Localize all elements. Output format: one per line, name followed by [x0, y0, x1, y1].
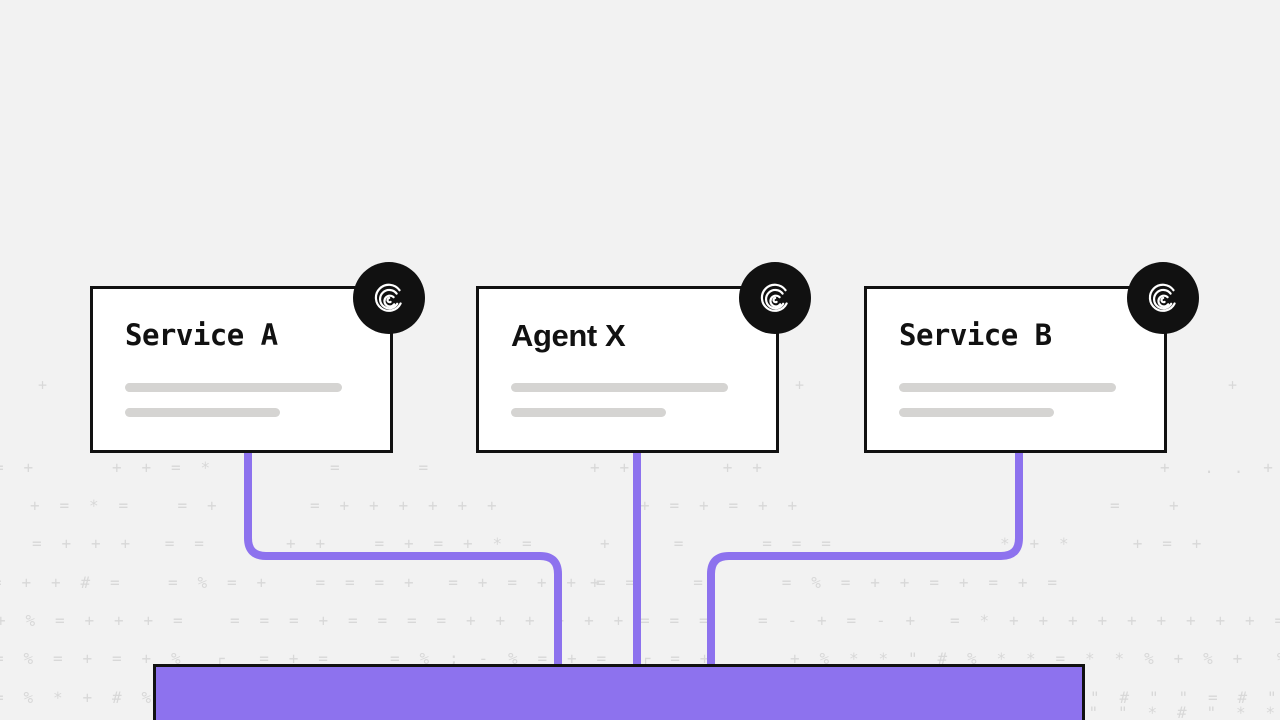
spiral-fingerprint-icon [760, 283, 788, 312]
texture-glyph-row: + = = = = [600, 534, 837, 553]
skeleton-line-secondary [125, 408, 280, 417]
skeleton-line-primary [125, 383, 342, 392]
texture-glyph-row: + . . + [1160, 458, 1279, 477]
connector-service-a [244, 450, 562, 676]
node-badge-service-b[interactable] [1127, 262, 1199, 334]
node-badge-agent-x[interactable] [739, 262, 811, 334]
card-title: Service A [125, 318, 278, 352]
skeleton-line-secondary [899, 408, 1054, 417]
texture-glyph-row: = + [1110, 496, 1184, 515]
spiral-fingerprint-icon [374, 283, 402, 312]
texture-glyph-row: = % = + = = = + = + = + + = = [168, 573, 641, 592]
skeleton-line-secondary [511, 408, 666, 417]
node-card-agent-x[interactable]: Agent X [476, 286, 779, 453]
texture-glyph-row: = = = + = = = = + + + + + + [230, 611, 629, 630]
card-title: Service B [899, 318, 1052, 352]
texture-glyph-row: " # " " = # " # [1090, 688, 1277, 707]
texture-glyph-row: + [1228, 376, 1242, 394]
texture-glyph-row: = + + # = [0, 573, 125, 592]
texture-glyph-row: + + = + = + * = [286, 534, 537, 553]
texture-glyph-row: + = + = + + [640, 496, 803, 515]
node-card-service-b[interactable]: Service B [864, 286, 1167, 453]
spiral-fingerprint-icon [1148, 283, 1176, 312]
texture-glyph-row: = = [330, 458, 434, 477]
node-card-service-a[interactable]: Service A [90, 286, 393, 453]
skeleton-line-primary [899, 383, 1116, 392]
texture-glyph-row: = + + + + + + [310, 496, 502, 515]
texture-glyph-row: + [38, 376, 52, 394]
texture-glyph-row: * + * + = + [1000, 534, 1207, 553]
texture-glyph-row: = + + + = * [0, 458, 216, 477]
node-badge-service-a[interactable] [353, 262, 425, 334]
connector-service-b [707, 450, 1023, 676]
texture-glyph-row: + = * = = + [30, 496, 222, 515]
texture-glyph-row: + + + + [590, 458, 768, 477]
texture-glyph-row: = = = = - + = - + [640, 611, 921, 630]
texture-glyph-row: + % = + + + = [0, 611, 188, 630]
bus-bar[interactable] [153, 664, 1085, 720]
card-title: Agent X [511, 318, 626, 353]
texture-glyph-row: = + + + = = [32, 534, 210, 553]
texture-glyph-row: + = = % = + + = + = + = [590, 573, 1063, 592]
skeleton-line-primary [511, 383, 728, 392]
texture-glyph-row: = % * + # % [0, 688, 157, 707]
texture-glyph-row: = * + + + + + + + + + = + = + + [950, 611, 1280, 630]
texture-glyph-row: + [795, 376, 809, 394]
